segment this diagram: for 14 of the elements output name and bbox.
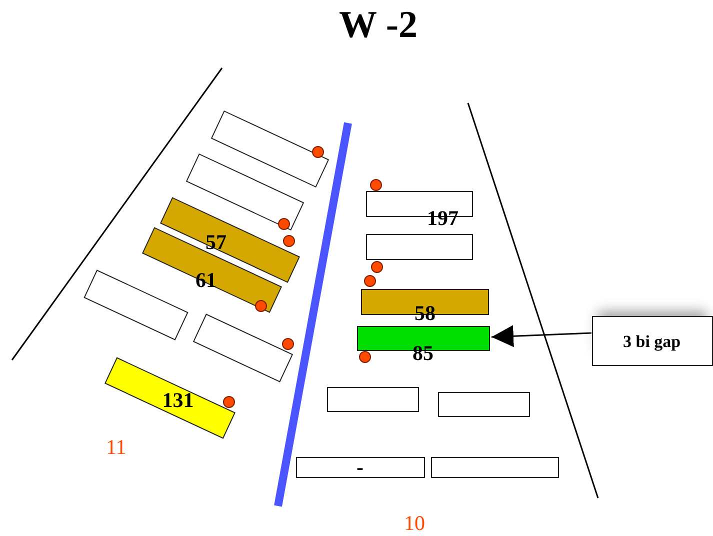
- space-number: 57: [206, 230, 226, 254]
- title: W -2: [339, 6, 418, 44]
- parking-space: [438, 392, 530, 416]
- space-number: 131: [162, 388, 194, 412]
- parking-space: [366, 234, 472, 260]
- space-number: -: [356, 456, 364, 478]
- parking-space: [296, 456, 424, 478]
- parking-space: [431, 456, 559, 478]
- arrow: [491, 325, 592, 348]
- callout-text: 3 bi gap: [623, 332, 681, 350]
- parking-space: [327, 386, 419, 412]
- callout-box: [592, 316, 712, 366]
- area-number: 11: [106, 437, 126, 458]
- area-number: 10: [404, 513, 425, 534]
